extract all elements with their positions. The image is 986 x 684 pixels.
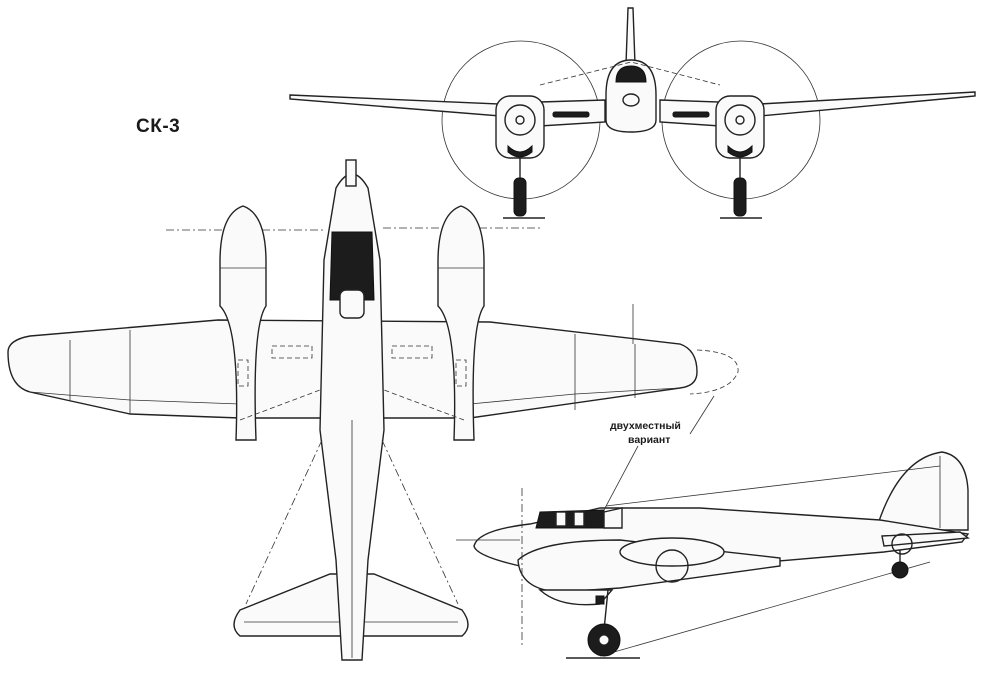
- front-left-wheel: [513, 177, 527, 217]
- plan-right-nacelle-dashed: [383, 389, 465, 421]
- side-construction-line-2: [599, 561, 931, 657]
- side-main-wheel-hub: [598, 634, 610, 646]
- callout-leader-to-wing: [689, 395, 715, 435]
- side-wing-fairing: [619, 537, 725, 567]
- plan-right-nacelle-hatch: [455, 359, 467, 387]
- side-exhaust: [595, 595, 605, 605]
- front-left-spinner: [504, 104, 536, 136]
- front-left-radiator: [552, 111, 590, 118]
- side-canopy-frame-2: [573, 511, 585, 527]
- plan-cockpit-seat: [339, 289, 365, 319]
- two-seat-variant-callout: двухместный вариант: [610, 419, 681, 447]
- side-view: [456, 395, 970, 659]
- plan-view: [7, 159, 739, 661]
- plan-left-nacelle-dashed: [239, 389, 321, 421]
- front-left-intake: [507, 144, 533, 158]
- plan-left-panel: [271, 345, 313, 359]
- front-left-wing: [289, 94, 501, 117]
- side-canopy: [535, 509, 605, 529]
- plan-right-tail-construction-line: [381, 439, 459, 605]
- front-view: [289, 7, 976, 219]
- front-right-radiator: [672, 111, 710, 118]
- aircraft-designation: СК-3: [136, 116, 181, 137]
- note-line-1: двухместный: [610, 420, 681, 432]
- front-fuselage-intake: [622, 93, 640, 107]
- side-rear-gunner-canopy: [603, 507, 623, 529]
- front-right-wheel: [733, 177, 747, 217]
- note-line-2: вариант: [628, 434, 671, 446]
- plan-right-panel: [391, 345, 433, 359]
- plan-canopy: [329, 231, 375, 301]
- front-dashed-line: [539, 61, 721, 86]
- front-right-hub: [735, 115, 745, 125]
- side-canopy-frame-1: [555, 511, 567, 527]
- front-fin: [625, 7, 636, 65]
- front-right-spinner: [724, 104, 756, 136]
- plan-wing-extension-dashed: [689, 349, 739, 395]
- side-tail-roundel: [891, 533, 913, 555]
- plan-left-flap-line: [29, 391, 241, 405]
- side-construction-line-1: [605, 465, 941, 507]
- side-fin: [877, 451, 969, 531]
- front-canopy: [615, 65, 647, 83]
- plan-nose-guns: [345, 159, 357, 187]
- plan-left-nacelle-hatch: [237, 359, 249, 387]
- plan-left-tail-construction-line: [245, 439, 323, 605]
- plan-right-nacelle: [437, 205, 485, 441]
- side-tailplane: [881, 531, 970, 547]
- front-right-intake: [727, 144, 753, 158]
- side-tail-wheel: [891, 561, 909, 579]
- front-right-wing: [759, 91, 976, 117]
- side-main-gear-strut: [603, 589, 609, 631]
- plan-left-nacelle: [219, 205, 267, 441]
- callout-leader-to-canopy: [603, 445, 639, 511]
- plan-right-flap-line: [469, 387, 681, 405]
- side-wheel-well: [655, 549, 689, 583]
- front-left-hub: [515, 115, 525, 125]
